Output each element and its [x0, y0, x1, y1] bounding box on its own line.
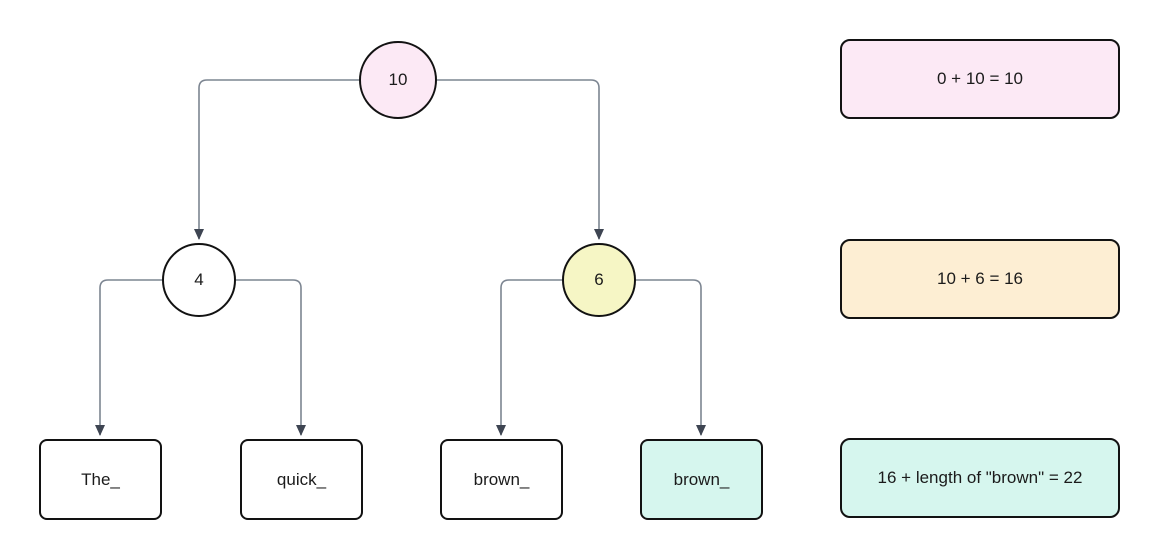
tree-node-left: 4: [162, 243, 236, 317]
leaf-node-label: quick_: [276, 469, 327, 489]
leaf-node-label: brown_: [673, 469, 730, 489]
annotation-box-level-1: 0 + 10 = 10: [840, 39, 1120, 119]
edge-left-child-to-leaf-quick: [236, 279, 306, 436]
edge-right-child-to-leaf-brown-highlighted: [636, 279, 706, 436]
edge-left-child-to-leaf-the: [95, 279, 162, 436]
edge-root-to-right-child: [437, 79, 604, 240]
tree-node-left-label: 4: [194, 270, 204, 289]
leaf-node-brown-highlighted: brown_: [640, 439, 763, 520]
leaf-node-label: brown_: [473, 469, 530, 489]
annotation-text: 0 + 10 = 10: [936, 68, 1024, 88]
annotation-box-level-3: 16 + length of "brown" = 22: [840, 438, 1120, 518]
annotation-box-level-2: 10 + 6 = 16: [840, 239, 1120, 319]
tree-node-root-label: 10: [388, 70, 408, 89]
tree-node-right: 6: [562, 243, 636, 317]
edge-root-to-left-child: [194, 79, 359, 240]
annotation-text: 10 + 6 = 16: [936, 268, 1024, 288]
annotation-text: 16 + length of "brown" = 22: [877, 467, 1083, 487]
leaf-node-quick: quick_: [240, 439, 363, 520]
edge-right-child-to-leaf-brown: [496, 279, 562, 436]
leaf-node-the: The_: [39, 439, 162, 520]
tree-node-right-label: 6: [594, 270, 604, 289]
leaf-node-label: The_: [81, 469, 120, 489]
leaf-node-brown: brown_: [440, 439, 563, 520]
tree-node-root: 10: [359, 41, 437, 119]
